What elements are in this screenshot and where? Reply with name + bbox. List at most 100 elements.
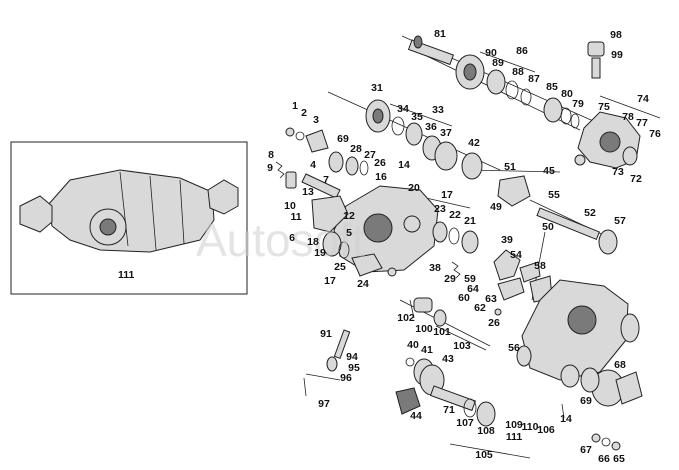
part-103-rod: [435, 325, 487, 351]
part-57-bearing: [598, 229, 618, 255]
part-85-bearing: [543, 97, 563, 123]
part-label-1: 1: [292, 100, 298, 112]
inset-left-yoke: [19, 195, 53, 233]
part-label-7: 7: [323, 174, 329, 186]
part-34-ring: [391, 116, 405, 136]
part-label-13: 13: [302, 186, 314, 198]
part-label-31: 31: [371, 82, 383, 94]
part-label-25: 25: [334, 261, 346, 273]
part-label-111: 111: [506, 431, 523, 443]
part-rear-housing-seal: [620, 313, 640, 343]
part-108-bearing: [476, 401, 496, 427]
part-label-33: 33: [432, 104, 444, 116]
part-102-pin: [409, 299, 415, 319]
part-3-fork: [305, 129, 329, 153]
part-21-bearing: [461, 230, 479, 254]
part-22-ring: [448, 227, 460, 245]
part-label-100: 100: [415, 323, 433, 335]
part-label-9: 9: [267, 162, 273, 174]
part-68-yoke: [615, 371, 643, 405]
part-label-73: 73: [612, 166, 624, 178]
part-label-45: 45: [543, 165, 555, 177]
part-label-21: 21: [464, 215, 476, 227]
part-label-26: 26: [374, 157, 386, 169]
part-label-19: 19: [314, 247, 326, 259]
part-56-gear: [516, 345, 532, 367]
part-label-14: 14: [398, 159, 410, 171]
part-23-gear: [432, 221, 448, 243]
part-label-52: 52: [584, 207, 596, 219]
part-label-51: 51: [504, 161, 516, 173]
part-label-68: 68: [614, 359, 626, 371]
part-label-78: 78: [622, 111, 634, 123]
part-label-89: 89: [492, 57, 504, 69]
part-8-spring: [275, 161, 285, 179]
part-label-58: 58: [534, 260, 546, 272]
part-label-79: 79: [572, 98, 584, 110]
guide-bracket-33: [389, 103, 453, 127]
inset-housing: [47, 169, 215, 253]
guide-bracket-74: [599, 95, 661, 119]
part-label-40: 40: [407, 339, 419, 351]
part-62-pin: [494, 308, 502, 316]
part-19-ring: [338, 241, 350, 259]
part-label-69: 69: [580, 395, 592, 407]
watermark: Autosoft: [196, 214, 365, 266]
part-54-link: [519, 261, 541, 283]
part-67-nut: [591, 433, 601, 443]
part-front-housing-bore-2: [403, 215, 421, 233]
part-label-91: 91: [320, 328, 332, 340]
part-label-14: 14: [560, 413, 572, 425]
part-97-bolt: [303, 377, 307, 397]
part-label-11: 11: [290, 211, 301, 223]
part-69-flange-seal: [580, 367, 600, 393]
inset-label: 111: [118, 269, 135, 281]
part-75-cover-bore: [599, 131, 621, 153]
part-37-gear: [434, 141, 458, 171]
part-label-85: 85: [546, 81, 558, 93]
part-31-bearing-bore: [372, 108, 384, 124]
part-label-20: 20: [408, 182, 420, 194]
part-label-74: 74: [637, 93, 649, 105]
part-label-107: 107: [456, 417, 474, 429]
part-label-23: 23: [434, 203, 446, 215]
part-10-fork: [311, 195, 349, 233]
part-label-49: 49: [490, 201, 502, 213]
part-101-ring: [433, 309, 447, 327]
part-76-seal: [622, 146, 638, 166]
part-label-80: 80: [561, 88, 573, 100]
part-label-98: 98: [610, 29, 622, 41]
part-label-64: 64: [467, 283, 479, 295]
part-front-housing-bore: [363, 213, 393, 243]
part-label-8: 8: [268, 149, 274, 161]
part-64-shift-arm: [497, 277, 525, 301]
part-label-29: 29: [444, 273, 456, 285]
part-29-spring: [451, 261, 461, 279]
part-27-ring: [359, 160, 369, 176]
part-label-50: 50: [542, 221, 554, 233]
part-label-12: 12: [343, 210, 355, 222]
part-label-54: 54: [510, 249, 522, 261]
part-label-42: 42: [468, 137, 480, 149]
part-40-ring: [405, 357, 415, 367]
part-label-27: 27: [364, 149, 376, 161]
part-2-washer: [295, 131, 305, 141]
part-label-4: 4: [310, 159, 316, 171]
part-14-pin: [561, 403, 565, 419]
part-100-sensor: [413, 297, 433, 313]
part-25-lever: [351, 253, 383, 277]
part-44-chain: [395, 387, 421, 415]
part-label-77: 77: [636, 117, 648, 129]
part-label-63: 63: [485, 293, 497, 305]
part-label-105: 105: [475, 449, 493, 461]
part-label-59: 59: [464, 273, 476, 285]
part-65-bolt: [611, 441, 621, 451]
part-91-rod: [333, 329, 351, 360]
part-label-69: 69: [337, 133, 349, 145]
part-66-washer: [601, 437, 611, 447]
part-label-108: 108: [477, 425, 495, 437]
assembly-inset: 111: [10, 141, 248, 295]
part-label-10: 10: [284, 200, 296, 212]
